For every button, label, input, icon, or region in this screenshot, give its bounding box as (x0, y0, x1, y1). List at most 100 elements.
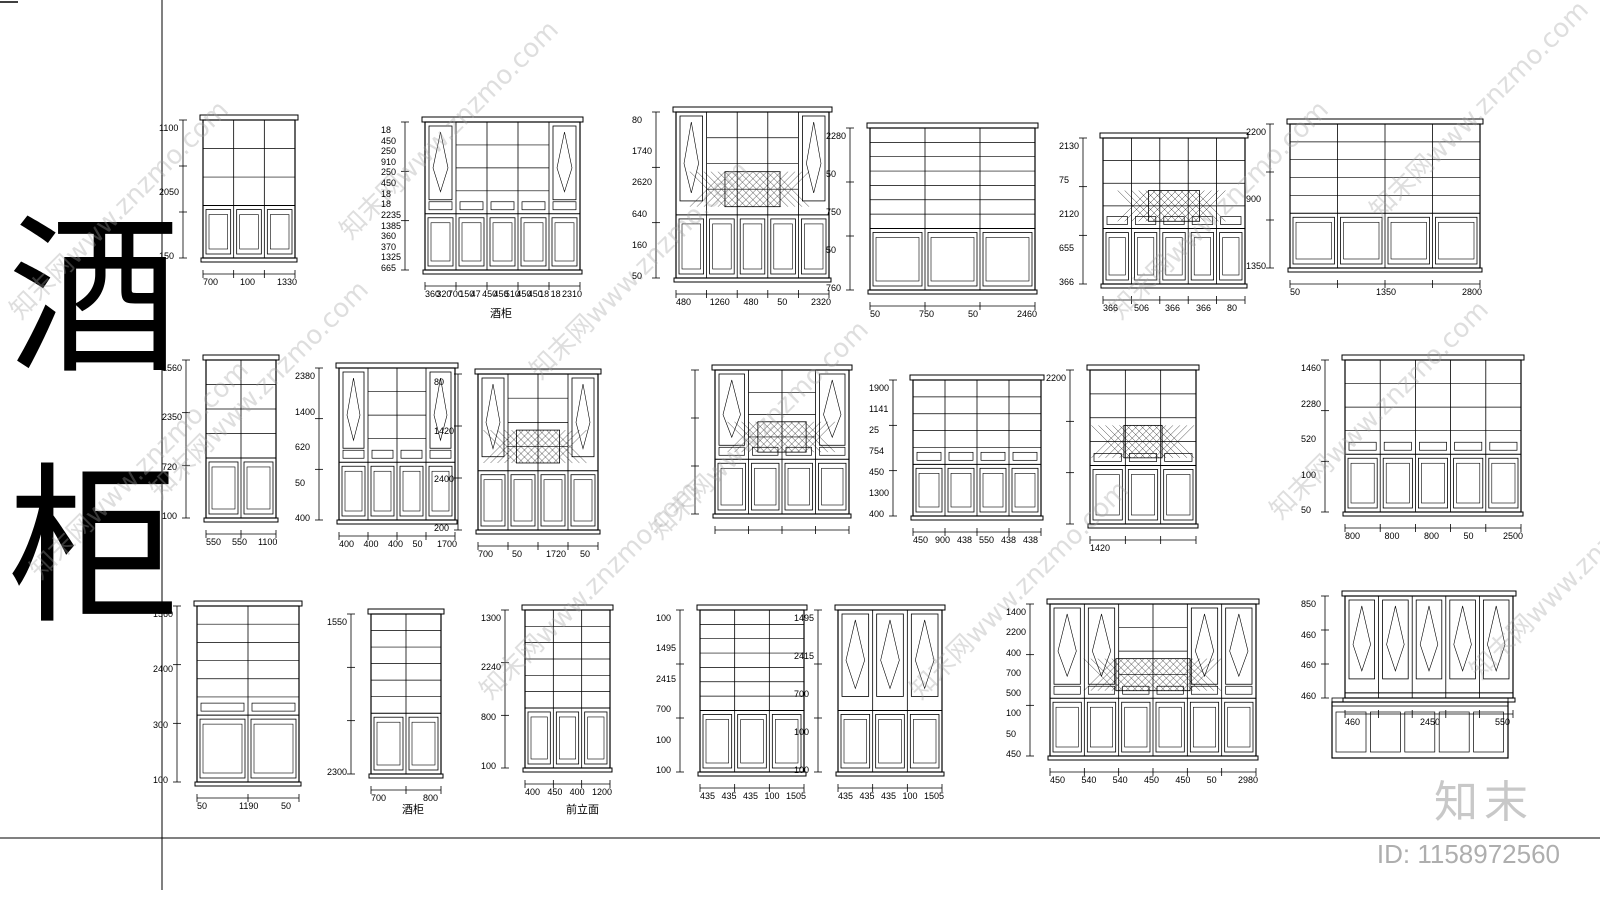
dimension-label: 366 (1196, 303, 1212, 313)
dimension-label: 1495 (794, 613, 815, 623)
dimension-label: 550 (232, 537, 248, 547)
dimension-label: 435 (859, 791, 875, 801)
dimension-label: 450 (1050, 775, 1066, 785)
dimension-label: 50 (632, 271, 643, 281)
dimension-label: 2320 (811, 297, 832, 307)
dimension-label: 800 (1424, 531, 1440, 541)
dimension-label: 910 (381, 156, 397, 167)
dimension-label: 100 (764, 791, 780, 801)
dimension-label: 2980 (1238, 775, 1259, 785)
dimension-label: 460 (1301, 691, 1317, 701)
dimension-label: 450 (381, 178, 397, 189)
dimension-label: 460 (1301, 629, 1317, 640)
dimension-label: 250 (381, 167, 397, 178)
dimension-label: 1200 (592, 787, 613, 797)
dimension-label: 50 (826, 245, 837, 255)
dimension-label: 80 (632, 115, 643, 125)
dimension-label: 450 (493, 289, 509, 299)
dimension-label: 2310 (562, 289, 583, 299)
cabinet-elevation (179, 114, 299, 278)
dimension-label: 50 (968, 309, 979, 319)
dimension-label: 75 (1059, 175, 1070, 185)
dimension-label: 2350 (162, 412, 183, 423)
dimension-label: 80 (1227, 303, 1238, 313)
dimension-label: 1900 (869, 383, 890, 393)
dimension-label: 450 (527, 289, 543, 299)
dimension-label: 18 (381, 199, 392, 210)
dimension-label: 80 (434, 377, 445, 387)
dimension-label: 520 (1301, 434, 1317, 444)
dimension-label: 360 (381, 231, 397, 242)
cabinet-elevation (1079, 132, 1249, 304)
dimension-label: 450 (913, 535, 929, 545)
dimension-label: 700 (447, 289, 463, 299)
cabinet-elevation (652, 106, 833, 298)
dimension-label: 50 (1301, 505, 1312, 515)
dimension-label: 2450 (1420, 717, 1441, 727)
dimension-label: 370 (381, 241, 397, 252)
dimension-label: 1740 (632, 146, 653, 157)
dimension-label: 540 (1112, 775, 1128, 785)
cabinet-elevation (814, 604, 946, 792)
cabinet-elevation (501, 604, 614, 788)
dimension-label: 366 (1059, 277, 1075, 287)
dimension-label: 200 (434, 523, 450, 533)
dimension-label: 754 (869, 446, 885, 456)
dimension-label: 435 (743, 791, 759, 801)
dimension-label: 640 (632, 208, 648, 219)
dimension-label: 760 (826, 283, 842, 293)
title-char-wine: 酒 (8, 197, 180, 398)
dimension-label: 100 (153, 775, 169, 785)
cabinet-elevation (676, 604, 808, 792)
dimension-label: 435 (838, 791, 854, 801)
dimension-label: 438 (1001, 535, 1017, 545)
dimension-label: 18 (539, 289, 550, 299)
dimension-label: 2200 (1246, 127, 1267, 137)
dimension-label: 460 (1345, 717, 1361, 727)
cabinet-elevation (454, 368, 602, 550)
dimension-label: 1400 (1006, 607, 1027, 617)
dimension-label: 700 (1006, 667, 1022, 678)
dimension-label: 1300 (869, 488, 890, 498)
dimension-label: 450 (1006, 749, 1022, 759)
dimension-label: 2050 (159, 187, 180, 197)
cabinet-elevation (401, 116, 584, 290)
dimension-label: 366 (1103, 303, 1119, 313)
dimension-label: 1495 (656, 643, 677, 654)
dimension-label: 50 (870, 309, 881, 319)
dimension-label: 2415 (656, 673, 677, 684)
dimension-label: 1141 (869, 404, 889, 414)
dimension-label: 500 (1006, 688, 1022, 699)
dimension-label: 480 (743, 297, 759, 307)
dimension-label: 2800 (1462, 287, 1483, 297)
dimension-label: 1350 (1246, 261, 1267, 271)
dimension-label: 450 (869, 467, 885, 477)
dimension-label: 400 (569, 787, 585, 797)
dimension-label: 450 (1175, 775, 1191, 785)
dimension-label: 700 (371, 793, 387, 803)
cabinet-elevation (1066, 364, 1200, 544)
dimension-label: 400 (525, 787, 541, 797)
cabinet-elevation (1321, 354, 1525, 532)
dimension-label: 2400 (153, 664, 174, 675)
dimension-label: 2120 (1059, 209, 1080, 219)
dimension-label: 800 (1345, 531, 1361, 541)
dimension-label: 1505 (786, 791, 807, 801)
dimension-label: 435 (881, 791, 897, 801)
dimension-label: 150 (459, 289, 475, 299)
dimension-label: 400 (363, 539, 379, 549)
dimension-label: 2380 (295, 371, 316, 381)
dimension-label: 50 (512, 549, 523, 559)
dimension-label: 550 (1495, 717, 1511, 727)
dimension-label: 1100 (159, 123, 179, 133)
dimension-label: 620 (295, 442, 311, 452)
dimension-label: 435 (721, 791, 737, 801)
dimension-label: 800 (423, 793, 439, 803)
asset-id: ID: 1158972560 (1376, 839, 1560, 869)
dimension-label: 1100 (258, 537, 278, 547)
cabinet-elevation (1321, 590, 1517, 718)
dimension-label: 655 (1059, 243, 1075, 253)
dimension-label: 366 (1165, 303, 1181, 313)
dimension-label: 150 (159, 251, 175, 261)
